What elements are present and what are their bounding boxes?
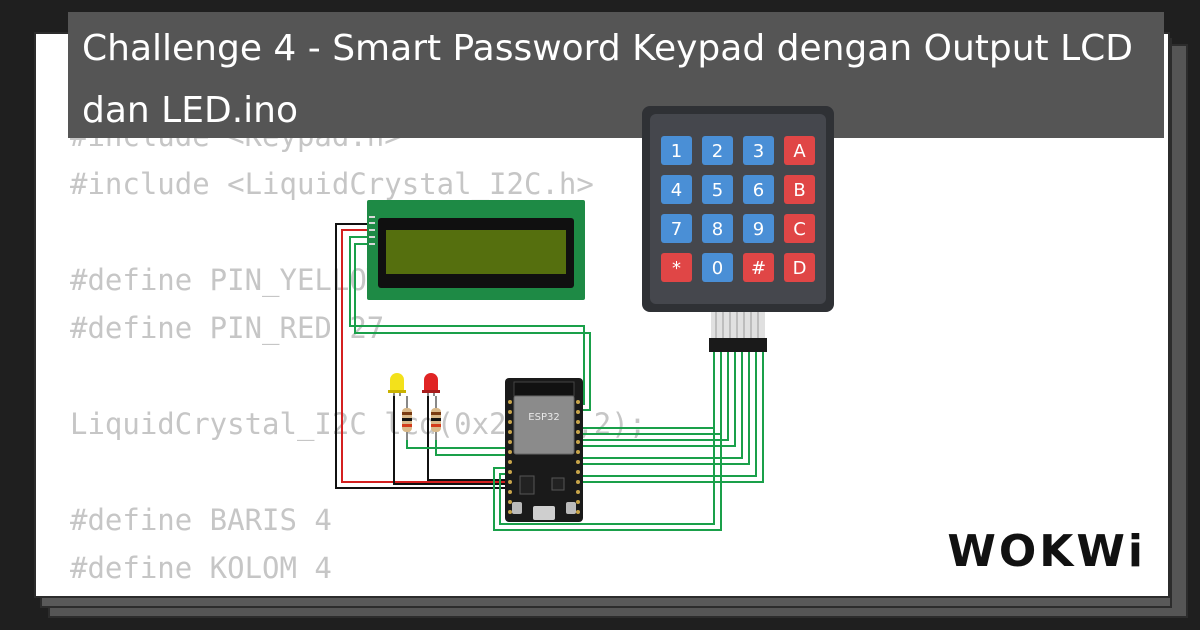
keypad-key-label: D	[793, 258, 807, 279]
keypad-key: 5	[702, 175, 733, 204]
esp32-regulator	[519, 475, 535, 495]
keypad-key: D	[784, 253, 815, 282]
code-line: #define PIN_RED 27	[70, 311, 385, 345]
keypad-key-label: 5	[712, 180, 723, 201]
wokwi-logo: WOKWi	[947, 526, 1146, 577]
keypad-connector	[709, 338, 767, 352]
keypad-key: #	[743, 253, 774, 282]
keypad-key-label: B	[793, 180, 805, 201]
keypad-key-label: A	[793, 141, 806, 162]
resistor-yellow-led	[402, 396, 412, 440]
wire-keypad-4	[570, 352, 736, 447]
lcd-pins	[369, 216, 375, 245]
wire-keypad-6	[570, 352, 750, 465]
code-line: #define KOLOM 4	[70, 551, 332, 585]
esp32-button-right	[566, 502, 576, 514]
keypad-key-label: 9	[753, 219, 764, 240]
code-line: #define BARIS 4	[70, 503, 332, 537]
keypad-key-label: 0	[712, 258, 723, 279]
keypad-key: A	[784, 136, 815, 165]
keypad-key-label: 7	[671, 219, 682, 240]
wire-led-red-signal	[435, 436, 505, 456]
esp32-pins	[508, 400, 580, 514]
keypad-key: 8	[702, 214, 733, 243]
keypad-4x4: 1 2 3 A 4 5 6 B 7 8 9 C * 0 # D	[642, 106, 834, 352]
keypad-key: 0	[702, 253, 733, 282]
keypad-key-label: #	[751, 258, 766, 279]
keypad-key-label: 1	[671, 141, 682, 162]
wire-keypad-9	[493, 352, 722, 531]
wire-keypad-5	[570, 352, 743, 459]
keypad-key: *	[661, 253, 692, 282]
keypad-key: 1	[661, 136, 692, 165]
keypad-key-label: 3	[753, 141, 764, 162]
wire-lcd-scl	[354, 243, 591, 411]
keypad-key: 7	[661, 214, 692, 243]
keypad-key-label: 6	[753, 180, 764, 201]
keypad-key-label: 8	[712, 219, 723, 240]
wire-led-yellow-signal	[406, 436, 505, 449]
wire-led-yellow-gnd	[393, 393, 505, 485]
keypad-key: 9	[743, 214, 774, 243]
title-bar: Challenge 4 - Smart Password Keypad deng…	[68, 12, 1164, 138]
keypad-key: B	[784, 175, 815, 204]
wire-keypad-3	[570, 352, 729, 441]
keypad-key-label: 4	[671, 180, 682, 201]
wire-keypad-7	[570, 352, 757, 477]
resistor-red-led	[431, 396, 441, 440]
wire-lcd-gnd	[335, 223, 505, 489]
lcd-screen	[386, 230, 566, 274]
wire-led-red-gnd	[427, 393, 505, 481]
keypad-key: 2	[702, 136, 733, 165]
wires	[335, 223, 764, 531]
keypad-key: 3	[743, 136, 774, 165]
led-red	[422, 373, 440, 396]
keypad-key-label: 2	[712, 141, 723, 162]
keypad-ribbon-lines	[715, 312, 759, 342]
esp32-chip-small	[551, 477, 565, 491]
keypad-face	[650, 114, 826, 304]
wire-lcd-vcc	[341, 229, 505, 483]
keypad-key-label: C	[793, 219, 806, 240]
keypad-key: 4	[661, 175, 692, 204]
esp32-button-left	[512, 502, 522, 514]
keypad-key: C	[784, 214, 815, 243]
led-yellow	[388, 373, 406, 396]
wire-keypad-10	[499, 352, 715, 525]
esp32-label: ESP32	[528, 412, 559, 423]
wire-keypad-2	[570, 352, 722, 435]
keypad-key: 6	[743, 175, 774, 204]
keypad-ribbon	[711, 312, 765, 342]
lcd-display	[367, 200, 585, 300]
wire-keypad-8	[570, 352, 764, 483]
keypad-key-label: *	[672, 258, 681, 279]
project-title: Challenge 4 - Smart Password Keypad deng…	[82, 28, 1134, 131]
esp32-antenna	[513, 381, 575, 397]
esp32-board: ESP32	[505, 378, 583, 522]
wire-keypad-1	[570, 352, 715, 429]
esp32-module	[513, 395, 575, 455]
code-line: #include <LiquidCrystal_I2C.h>	[70, 167, 594, 201]
esp32-usb-port	[533, 506, 555, 520]
